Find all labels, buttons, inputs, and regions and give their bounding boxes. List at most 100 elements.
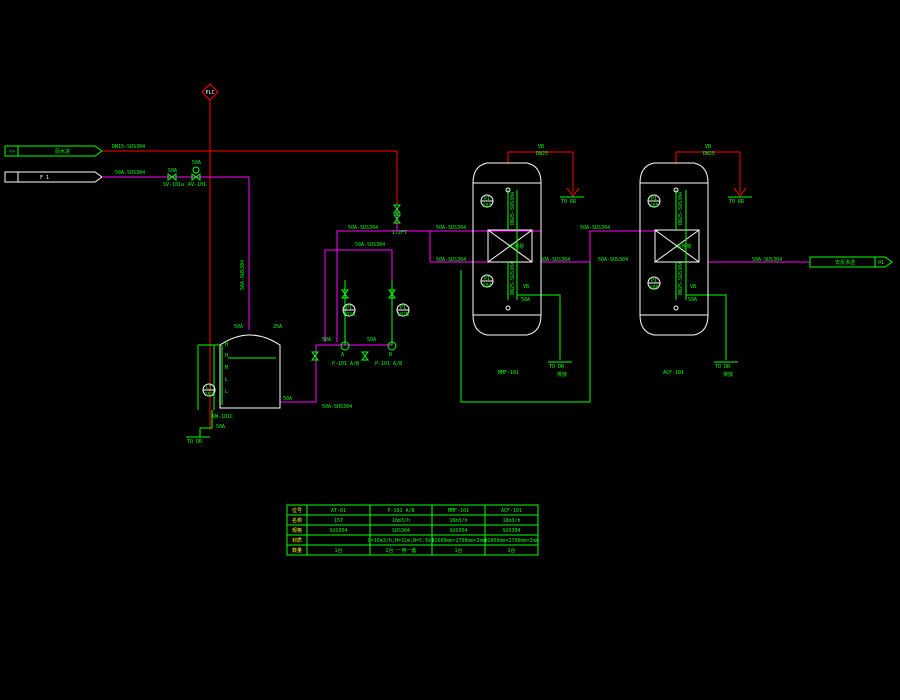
table-cell: 16m3/h [449,518,467,524]
pump-b-gauge-num: 102B [397,312,409,318]
outlet-num: 01 [878,260,884,266]
mmf-drain-size: 50A [521,297,530,303]
acf-pi-bottom-num: 106 [649,285,658,291]
table-cell: 1台 [507,547,515,554]
vent-tag: 1/2FT [392,230,407,236]
tank-level-hh: H [225,342,228,348]
pump-a-gauge: PI [346,305,352,311]
table-cell: SUS304 [392,528,410,534]
feed-valve-size2: 50A [192,160,201,166]
pump-b-letter: B [389,352,392,358]
feed-valve-name: SV-101a [163,182,184,188]
tank-lt-num: 101 [204,392,213,398]
tank-level-m: M [225,365,228,371]
table-cell: 材质 [292,537,302,544]
table-cell: 位号 [292,507,302,514]
signal-lines [102,100,747,430]
acf-vent-num: DN25 [703,151,715,157]
table-cell: Q=16m3/h,H=32m,N=5.5kw [368,538,435,544]
acf-vent-size: VB [705,144,711,150]
table-cell: MMF-101 [448,508,469,514]
product-tag: 50A-SUS304 [752,257,782,263]
acf-in-tag: 50A-SUS304 [580,225,610,231]
inlet-feed[interactable]: F 1 50A-SUS304 [4,170,145,183]
mmf-tag: MMF-101 [498,370,519,376]
table-cell: Φ1000mm×2700mm×3mm [431,538,485,544]
mmf-vent-label: TO DR [561,199,577,205]
suction-tag: 50A-SUS304 [322,404,352,410]
inlet-top-label: 原水进 [55,148,70,155]
table-cell: 1台 [334,547,342,554]
table-cell: 15T [334,518,343,524]
tank-drain-size: 50A [216,424,225,430]
drain-symbols: TO DR TO DR 排放 TO DR 排放 TO DR TO DR [186,196,752,445]
mmf-vent-num: DN25 [536,151,548,157]
tank-lt-label: LT [206,385,212,391]
table-cell: 16m3/h [392,518,410,524]
discharge-tag: 50A-SUS304 [355,242,385,248]
pump-a-gauge-num: 102A [343,312,355,318]
acf-out-tag: 50A-SUS304 [598,257,628,263]
acf-filter-label: 活性炭 [676,243,691,250]
mmf-vessel[interactable] [472,162,542,336]
mmf-vent-size: VB [538,144,544,150]
mmf-filter-label: 石英砂 [509,243,524,250]
pump-a[interactable] [311,289,356,361]
inlet-top[interactable]: >> 原水进 DN15-SUS304 [4,144,145,157]
tank-drain-label: TO DR [187,439,203,445]
mmf-drain-valve: VB [523,284,529,290]
acf-nozzle-2: DN25-SUS304 [678,262,684,295]
pump-a-letter: A [341,352,344,358]
riser-tag: 50A-SUS304 [240,260,246,290]
mmf-drain-text: 排放 [557,371,567,378]
svg-text:>>: >> [9,149,15,155]
pump-a-size: 50A [322,337,331,343]
table-cell: Φ1000mm×2700mm×3mm [484,538,538,544]
plc-diamond: PLC [201,83,219,101]
outlet-arrow[interactable] [809,256,893,268]
inlet-top-tag: DN15-SUS304 [112,144,145,150]
table-cell: SUS304 [449,528,467,534]
table-cell: ACF-101 [501,508,522,514]
inlet-feed-tag: 50A-SUS304 [115,170,145,176]
tank-level-ll: L [225,389,228,395]
tank-nozzle-left: 50A [234,324,243,330]
acf-vessel[interactable] [639,162,709,336]
pump-a-label: P-101 A/B [332,361,359,367]
pump-b-label: P-101 A/B [375,361,402,367]
acf-vent-label: TO DR [729,199,745,205]
mmf-pi-bottom-num: 104 [482,283,491,289]
tank-outlet-size: 50A [283,396,292,402]
table-cell: AT-01 [331,508,346,514]
tank-nozzle-right: 25A [273,324,282,330]
tank-level-transmitter[interactable] [202,383,216,397]
acf-drain-text: 排放 [723,371,733,378]
acf-drain-valve: VB [690,284,696,290]
table-cell: 规格 [292,527,302,534]
process-lines [102,176,810,403]
feed-valve-size: 50A [168,168,177,174]
pump-b[interactable] [361,289,410,361]
mmf-pi-bottom: PI [484,276,490,282]
tank-level-h: H [225,353,228,359]
storage-tank[interactable] [213,334,281,410]
mmf-pi-top: PI [484,196,490,202]
feed-valve[interactable] [167,166,201,181]
mmf-inlet-tag: 50A-SUS304 [436,225,466,231]
table-cell: 16m3/h [502,518,520,524]
mmf-out-tag: 50A-SUS304 [540,257,570,263]
header-tag: 50A-SUS304 [348,225,378,231]
table-cell: 名称 [292,517,302,524]
table-cell: 数量 [292,547,302,554]
header-valve[interactable] [393,204,401,224]
mmf-pi-top-num: 103 [482,203,491,209]
feed-valve-tag: AV-101 [188,182,206,188]
outlet-label: 去反渗透 [835,259,855,266]
tank-level-l: L [225,377,228,383]
acf-drain-label: TO DR [715,364,731,370]
green-lines [197,262,727,437]
acf-pi-top-num: 105 [649,203,658,209]
table-cell: SUS304 [502,528,520,534]
acf-pi-top: PI [651,196,657,202]
